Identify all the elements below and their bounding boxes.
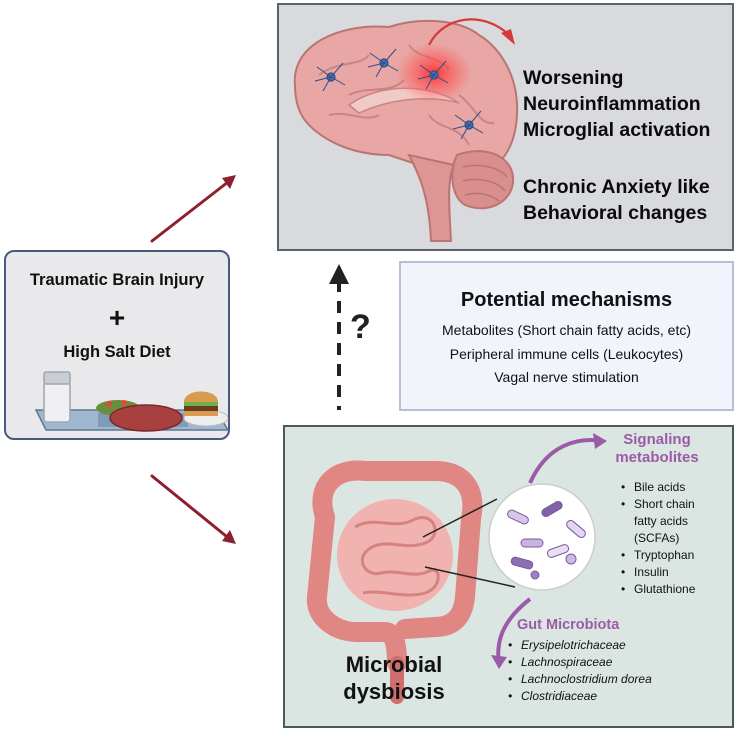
signaling-metabolites-list: Bile acids Short chain fatty acids (SCFA… bbox=[620, 479, 704, 598]
gut-dysbiosis-panel: Signaling metabolites Bile acids Short c… bbox=[283, 425, 734, 728]
tbi-label: Traumatic Brain Injury bbox=[29, 271, 205, 289]
mechanism-item: Vagal nerve stimulation bbox=[494, 369, 639, 385]
intestine-illustration bbox=[306, 433, 607, 704]
list-item: Clostridiaceae bbox=[507, 688, 652, 705]
brain-illustration bbox=[293, 18, 519, 242]
list-item: Tryptophan bbox=[620, 547, 704, 564]
behavior-line-1: Chronic Anxiety like bbox=[523, 176, 710, 198]
list-item: Erysipelotrichaceae bbox=[507, 637, 652, 654]
brain-outcome-panel: Worsening Neuroinflammation Microglial a… bbox=[277, 3, 734, 251]
question-mark: ? bbox=[350, 308, 371, 346]
outcome-line-3: Microglial activation bbox=[523, 119, 711, 141]
behavior-line-2: Behavioral changes bbox=[523, 202, 708, 224]
mechanisms-panel: Potential mechanisms Metabolites (Short … bbox=[399, 261, 734, 411]
outcome-line-1: Worsening bbox=[523, 67, 624, 89]
signaling-metabolites-title: Signaling metabolites bbox=[602, 431, 712, 467]
tbi-salt-diet-panel: Traumatic Brain Injury + High Salt Diet bbox=[4, 250, 230, 440]
list-item: Short chain fatty acids (SCFAs) bbox=[620, 496, 704, 547]
microbial-dysbiosis-label: Microbial dysbiosis bbox=[319, 651, 469, 705]
list-item: Bile acids bbox=[620, 479, 704, 496]
food-tray-icon bbox=[34, 371, 230, 432]
dashed-arrow-up bbox=[329, 264, 349, 410]
mechanism-item: Metabolites (Short chain fatty acids, et… bbox=[442, 322, 691, 338]
dysbiosis-line: dysbiosis bbox=[343, 679, 445, 704]
plus-sign: + bbox=[108, 302, 126, 333]
signaling-title-line: metabolites bbox=[615, 449, 699, 466]
salt-diet-label: High Salt Diet bbox=[63, 343, 171, 361]
list-item: Lachnospiraceae bbox=[507, 654, 652, 671]
mechanisms-title: Potential mechanisms bbox=[460, 289, 673, 311]
list-item: Insulin bbox=[620, 564, 704, 581]
dysbiosis-line: Microbial bbox=[345, 652, 443, 677]
signaling-title-line: Signaling bbox=[623, 431, 691, 448]
gut-microbiota-title: Gut Microbiota bbox=[517, 617, 620, 633]
gut-microbiota-list: Erysipelotrichaceae Lachnospiraceae Lach… bbox=[507, 637, 652, 705]
outcome-line-2: Neuroinflammation bbox=[523, 93, 701, 115]
list-item: Lachnoclostridium dorea bbox=[507, 671, 652, 688]
arrow-to-brain bbox=[150, 175, 236, 243]
list-item: Glutathione bbox=[620, 581, 704, 598]
arrow-to-gut bbox=[150, 474, 236, 544]
mechanism-item: Peripheral immune cells (Leukocytes) bbox=[449, 346, 684, 362]
